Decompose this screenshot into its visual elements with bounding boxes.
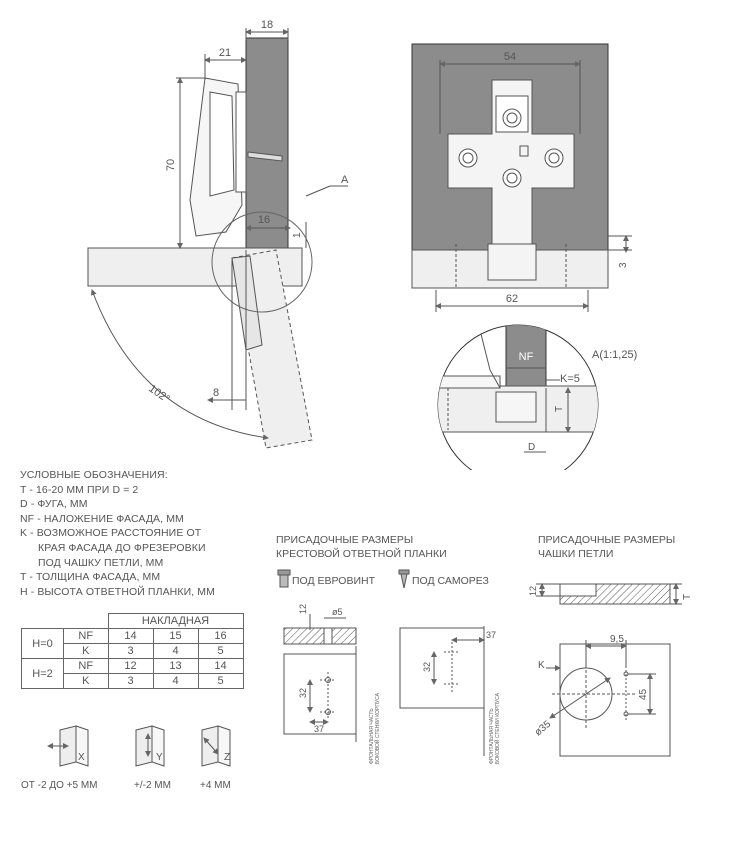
cell: 12 bbox=[107, 658, 154, 674]
cup-drawing: 12 T 9,5 K 45 ø35 bbox=[528, 583, 693, 757]
dim-8: 8 bbox=[213, 387, 219, 399]
legend-title: УСЛОВНЫЕ ОБОЗНАЧЕНИЯ: bbox=[20, 469, 168, 481]
cup-dim-k: K bbox=[538, 660, 545, 671]
table-header: НАКЛАДНАЯ bbox=[107, 613, 244, 629]
cell: 4 bbox=[152, 643, 199, 659]
legend-line: T - ТОЛЩИНА ФАСАДА, ММ bbox=[20, 571, 161, 584]
row-h2: H=2 bbox=[21, 658, 64, 689]
cell: 13 bbox=[152, 658, 199, 674]
adjust-x-icon bbox=[47, 725, 89, 767]
z-label: Z bbox=[224, 752, 230, 763]
cell: 4 bbox=[152, 673, 199, 689]
cell: 16 bbox=[197, 628, 244, 644]
dim-16: 16 bbox=[258, 214, 270, 226]
euro-screw-icon bbox=[277, 569, 291, 588]
cell: 5 bbox=[197, 673, 244, 689]
dim-21: 21 bbox=[219, 47, 231, 59]
cross-title-1: ПРИСАДОЧНЫЕ РАЗМЕРЫ bbox=[276, 534, 414, 546]
cell: 14 bbox=[107, 628, 154, 644]
cup-title-1: ПРИСАДОЧНЫЕ РАЗМЕРЫ bbox=[538, 534, 676, 546]
z-range: +4 ММ bbox=[200, 780, 231, 791]
cross-plate-drawing: 12 ø5 32 37 37 32 bbox=[277, 569, 496, 756]
cell: NF bbox=[63, 658, 109, 674]
side-view bbox=[87, 28, 348, 449]
cup-dim-35: ø35 bbox=[533, 719, 554, 739]
dim-70: 70 bbox=[165, 159, 177, 171]
note-1: ФРОНТАЛЬНАЯ ЧАСТЬ БОКОВОЙ СТЕНКИ КОРПУСА bbox=[369, 693, 381, 764]
detail-t: T bbox=[554, 406, 565, 412]
detail-scale: A(1:1,25) bbox=[592, 349, 637, 361]
cell: 5 bbox=[197, 643, 244, 659]
legend: УСЛОВНЫЕ ОБОЗНАЧЕНИЯ: T - 16-20 ММ ПРИ D… bbox=[20, 468, 215, 599]
adjust-z-icon bbox=[201, 725, 231, 767]
dim-32a: 32 bbox=[298, 688, 308, 698]
cup-dim-45: 45 bbox=[638, 688, 649, 700]
dim-102: 102° bbox=[146, 383, 172, 406]
dim-3: 3 bbox=[618, 262, 629, 268]
cross-title-2: КРЕСТОВОЙ ОТВЕТНОЙ ПЛАНКИ bbox=[276, 548, 447, 560]
cell: NF bbox=[63, 628, 109, 644]
legend-line: D - ФУГА, ММ bbox=[20, 498, 88, 511]
overlay-table: НАКЛАДНАЯ H=0 NF 14 15 16 K 3 4 5 H=2 NF… bbox=[21, 613, 244, 689]
self-screw-icon bbox=[398, 569, 410, 589]
legend-line: КРАЯ ФАСАДА ДО ФРЕЗЕРОВКИ bbox=[38, 541, 206, 554]
x-range: ОТ -2 ДО +5 ММ bbox=[21, 780, 98, 791]
row-h0: H=0 bbox=[21, 628, 64, 659]
detail-k: K=5 bbox=[560, 373, 580, 385]
cup-title-2: ЧАШКИ ПЕТЛИ bbox=[538, 548, 614, 560]
detail-a bbox=[437, 324, 599, 470]
cup-dim-95: 9,5 bbox=[610, 634, 624, 645]
y-range: +/-2 ММ bbox=[134, 780, 171, 791]
dim-37a: 37 bbox=[314, 724, 324, 734]
legend-line: T - 16-20 ММ ПРИ D = 2 bbox=[20, 483, 139, 496]
dim-32b: 32 bbox=[422, 662, 432, 672]
hinge-drawing: 18 21 70 A 16 1 8 102° 54 62 3 bbox=[87, 19, 637, 470]
dim-12: 12 bbox=[298, 604, 308, 614]
x-label: X bbox=[78, 752, 85, 763]
cup-dim-t: T bbox=[682, 594, 693, 600]
dim-62: 62 bbox=[506, 293, 518, 305]
cell: K bbox=[63, 643, 109, 659]
detail-nf: NF bbox=[519, 351, 534, 363]
cell: K bbox=[63, 673, 109, 689]
dim-1: 1 bbox=[292, 232, 303, 238]
legend-line: K - ВОЗМОЖНОЕ РАССТОЯНИЕ ОТ bbox=[20, 527, 202, 540]
dim-37b: 37 bbox=[486, 630, 496, 640]
detail-d: D bbox=[528, 442, 535, 453]
dim-54: 54 bbox=[504, 51, 516, 63]
dim-5: ø5 bbox=[332, 607, 343, 617]
note-2: ФРОНТАЛЬНАЯ ЧАСТЬ БОКОВОЙ СТЕНКИ КОРПУСА bbox=[489, 693, 501, 764]
cell: 3 bbox=[107, 673, 154, 689]
cell: 3 bbox=[107, 643, 154, 659]
euro-label: ПОД ЕВРОВИНТ bbox=[292, 575, 376, 587]
y-label: Y bbox=[156, 752, 163, 763]
dim-a: A bbox=[341, 174, 349, 186]
cup-dim-12: 12 bbox=[528, 586, 538, 596]
front-view bbox=[411, 43, 632, 312]
cell: 14 bbox=[197, 658, 244, 674]
dim-18: 18 bbox=[261, 19, 273, 31]
legend-line: NF - НАЛОЖЕНИЕ ФАСАДА, ММ bbox=[20, 512, 184, 525]
adjust-icons: X Y Z bbox=[47, 725, 231, 767]
self-label: ПОД САМОРЕЗ bbox=[412, 575, 489, 587]
legend-line: H - ВЫСОТА ОТВЕТНОЙ ПЛАНКИ, ММ bbox=[20, 585, 215, 598]
adjust-y-icon bbox=[135, 725, 165, 767]
cell: 15 bbox=[152, 628, 199, 644]
legend-line: ПОД ЧАШКУ ПЕТЛИ, ММ bbox=[38, 556, 164, 569]
